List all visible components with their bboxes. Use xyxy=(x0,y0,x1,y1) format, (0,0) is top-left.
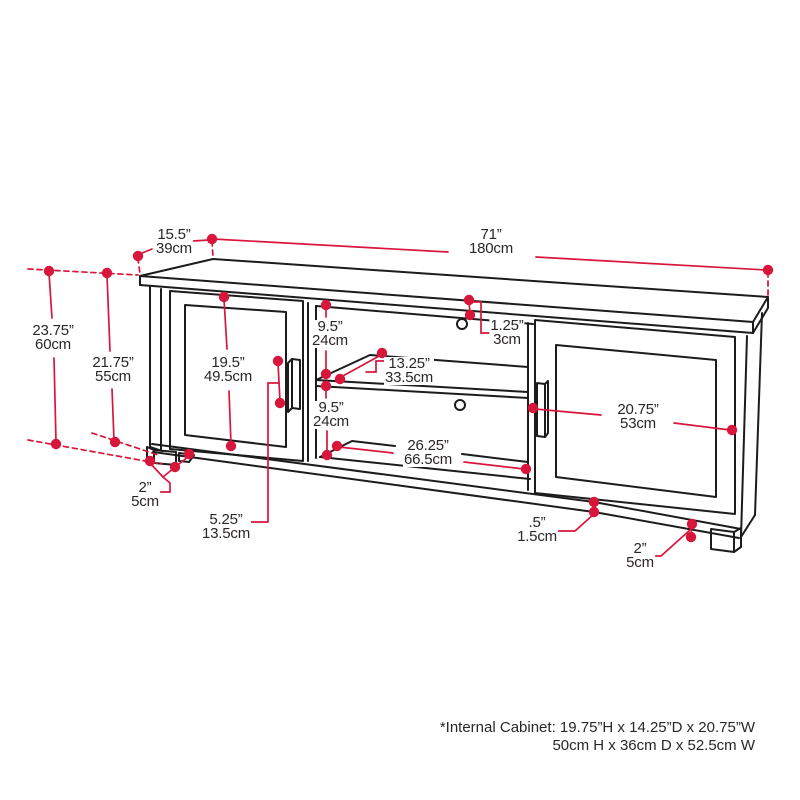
dim-right-leg: 2”5cm xyxy=(625,540,655,571)
dim-base-lip: .5”1.5cm xyxy=(516,514,558,545)
cabinet-outline xyxy=(139,258,769,553)
dim-depth: 15.5”39cm xyxy=(155,226,193,257)
right-leg xyxy=(710,527,742,553)
lower-cable-hole xyxy=(454,399,466,411)
dim-cabinet-height: 21.75”55cm xyxy=(91,354,135,385)
internal-cabinet-note: *Internal Cabinet: 19.75”H x 14.25”D x 2… xyxy=(439,719,755,754)
dim-width: 71”180cm xyxy=(467,226,515,257)
dim-shelf-depth: 13.25”33.5cm xyxy=(384,355,434,386)
right-door-panel xyxy=(555,344,717,498)
top-board-right-edge xyxy=(752,296,769,334)
dim-left-leg: 2”5cm xyxy=(130,479,160,510)
left-door xyxy=(169,290,304,462)
dim-total-height: 23.75”60cm xyxy=(31,322,75,353)
dim-right-door-width: 20.75”53cm xyxy=(616,401,660,432)
dim-top-thickness: 1.25”3cm xyxy=(489,317,525,348)
left-door-handle xyxy=(287,358,301,413)
middle-shelf xyxy=(315,354,529,399)
dim-lower-compartment: 9.5”24cm xyxy=(312,399,350,430)
dimension-points xyxy=(43,233,774,543)
dim-handle-length: 5.25”13.5cm xyxy=(201,511,251,542)
right-door-handle xyxy=(536,380,549,438)
dim-middle-width: 26.25”66.5cm xyxy=(403,437,453,468)
top-surface xyxy=(139,258,769,323)
right-door xyxy=(534,319,736,515)
dim-door-height: 19.5”49.5cm xyxy=(203,354,253,385)
dim-upper-compartment: 9.5”24cm xyxy=(311,318,349,349)
left-door-panel xyxy=(184,304,287,448)
upper-cable-hole xyxy=(456,318,468,330)
